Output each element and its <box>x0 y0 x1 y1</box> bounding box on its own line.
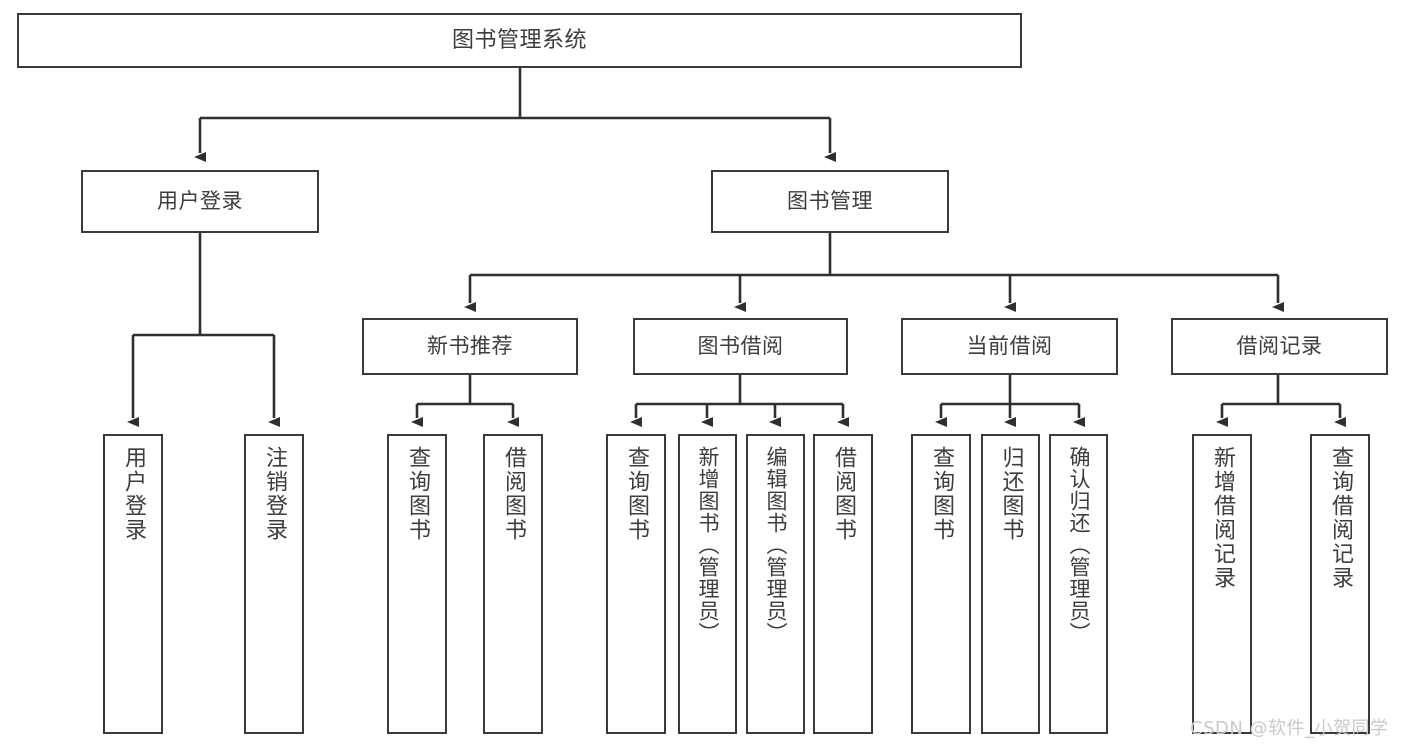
node-label: 借阅图书 <box>501 446 526 542</box>
node-label: 用户登录 <box>157 189 243 214</box>
node-label: 新书推荐 <box>427 334 513 359</box>
node-label: 借阅记录 <box>1236 334 1323 359</box>
leaf-query-book-recommend[interactable]: 查询图书 <box>387 434 447 734</box>
node-root-system[interactable]: 图书管理系统 <box>17 13 1022 68</box>
node-label: 新增图书（管理员） <box>696 446 720 644</box>
node-label: 新增借阅记录 <box>1210 446 1235 590</box>
node-book-management[interactable]: 图书管理 <box>711 170 949 233</box>
leaf-query-book-current[interactable]: 查询图书 <box>911 434 971 734</box>
node-label: 用户登录 <box>121 446 146 542</box>
node-label: 查询图书 <box>929 446 954 542</box>
node-label: 归还图书 <box>998 446 1024 542</box>
leaf-edit-book-admin[interactable]: 编辑图书（管理员） <box>746 434 805 734</box>
node-label: 确认归还（管理员） <box>1067 446 1091 644</box>
node-label: 编辑图书（管理员） <box>764 446 788 644</box>
node-current-borrow[interactable]: 当前借阅 <box>901 318 1118 375</box>
node-label: 图书管理系统 <box>451 27 587 53</box>
node-label: 查询借阅记录 <box>1328 446 1353 590</box>
node-new-book-recommend[interactable]: 新书推荐 <box>362 318 578 375</box>
leaf-user-login[interactable]: 用户登录 <box>103 434 163 734</box>
leaf-add-borrow-record[interactable]: 新增借阅记录 <box>1192 434 1252 734</box>
node-book-borrow[interactable]: 图书借阅 <box>633 318 848 375</box>
node-label: 查询图书 <box>624 446 649 542</box>
node-label: 图书管理 <box>787 189 873 214</box>
node-user-login[interactable]: 用户登录 <box>81 170 319 233</box>
leaf-borrow-book[interactable]: 借阅图书 <box>813 434 873 734</box>
leaf-add-book-admin[interactable]: 新增图书（管理员） <box>678 434 737 734</box>
node-label: 注销登录 <box>262 446 287 542</box>
node-label: 查询图书 <box>405 446 430 542</box>
node-label: 当前借阅 <box>966 334 1053 359</box>
leaf-query-borrow-record[interactable]: 查询借阅记录 <box>1310 434 1370 734</box>
leaf-borrow-book-recommend[interactable]: 借阅图书 <box>483 434 543 734</box>
leaf-query-book-borrow[interactable]: 查询图书 <box>606 434 666 734</box>
node-label: 借阅图书 <box>831 446 856 542</box>
leaf-confirm-return-admin[interactable]: 确认归还（管理员） <box>1049 434 1108 734</box>
leaf-return-book[interactable]: 归还图书 <box>981 434 1040 734</box>
leaf-logout-login[interactable]: 注销登录 <box>244 434 304 734</box>
csdn-watermark: CSDN @软件_小贺同学 <box>1190 718 1389 739</box>
node-borrow-record[interactable]: 借阅记录 <box>1171 318 1388 375</box>
node-label: 图书借阅 <box>697 334 784 359</box>
